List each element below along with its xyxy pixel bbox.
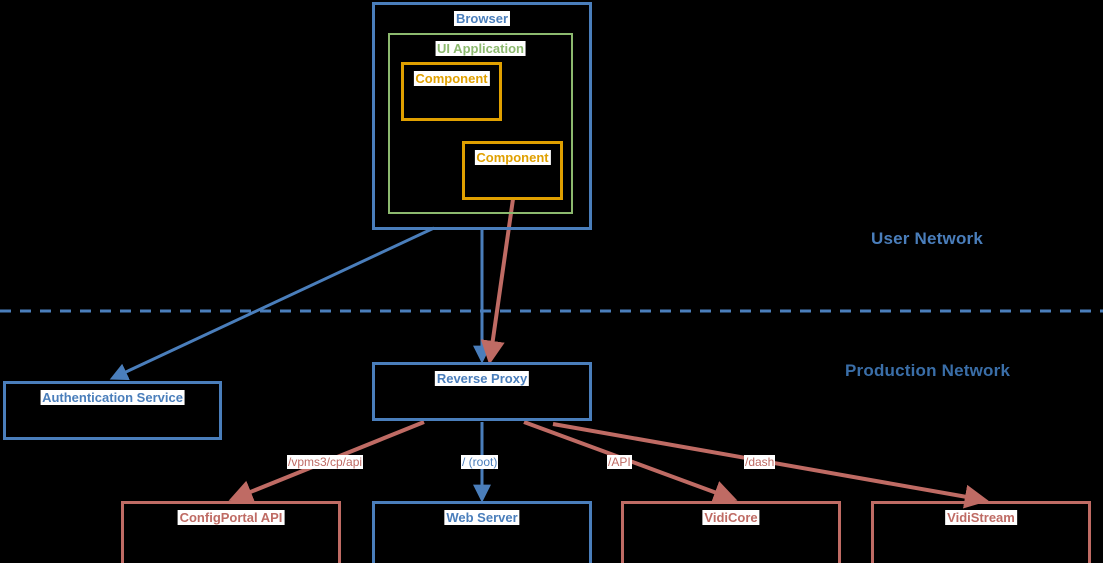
browser-box[interactable]: Browser [372, 2, 592, 230]
edge-label-api: /API [607, 455, 632, 469]
zone-title-production-network: Production Network [845, 361, 1011, 380]
web-server-label: Web Server [444, 510, 520, 525]
component-one-label: Component [413, 71, 490, 86]
reverse-proxy-box[interactable]: Reverse Proxy [372, 362, 592, 421]
vidistream-label: VidiStream [945, 510, 1017, 525]
reverse-proxy-label: Reverse Proxy [434, 371, 530, 386]
authentication-service-label: Authentication Service [40, 390, 185, 405]
component-box-one[interactable]: Component [401, 62, 502, 121]
browser-label: Browser [453, 11, 511, 26]
vidistream-box[interactable]: VidiStream [871, 501, 1091, 563]
component-box-two[interactable]: Component [462, 141, 563, 200]
edge-label-root: / (root) [461, 455, 499, 469]
ui-application-box[interactable]: UI Application [388, 33, 573, 214]
authentication-service-box[interactable]: Authentication Service [3, 381, 222, 440]
vidicore-label: VidiCore [702, 510, 760, 525]
ui-application-label: UI Application [435, 41, 526, 56]
zone-title-user-network: User Network [871, 229, 983, 248]
configportal-api-label: ConfigPortal API [177, 510, 285, 525]
edge-browser-to-auth [109, 226, 435, 381]
component-two-label: Component [474, 150, 551, 165]
edge-label-vpms3-cp-api: /vpms3/cp/api [287, 455, 364, 469]
web-server-box[interactable]: Web Server [372, 501, 592, 563]
vidicore-box[interactable]: VidiCore [621, 501, 841, 563]
edge-label-dash: /dash [744, 455, 776, 469]
configportal-api-box[interactable]: ConfigPortal API [121, 501, 341, 563]
